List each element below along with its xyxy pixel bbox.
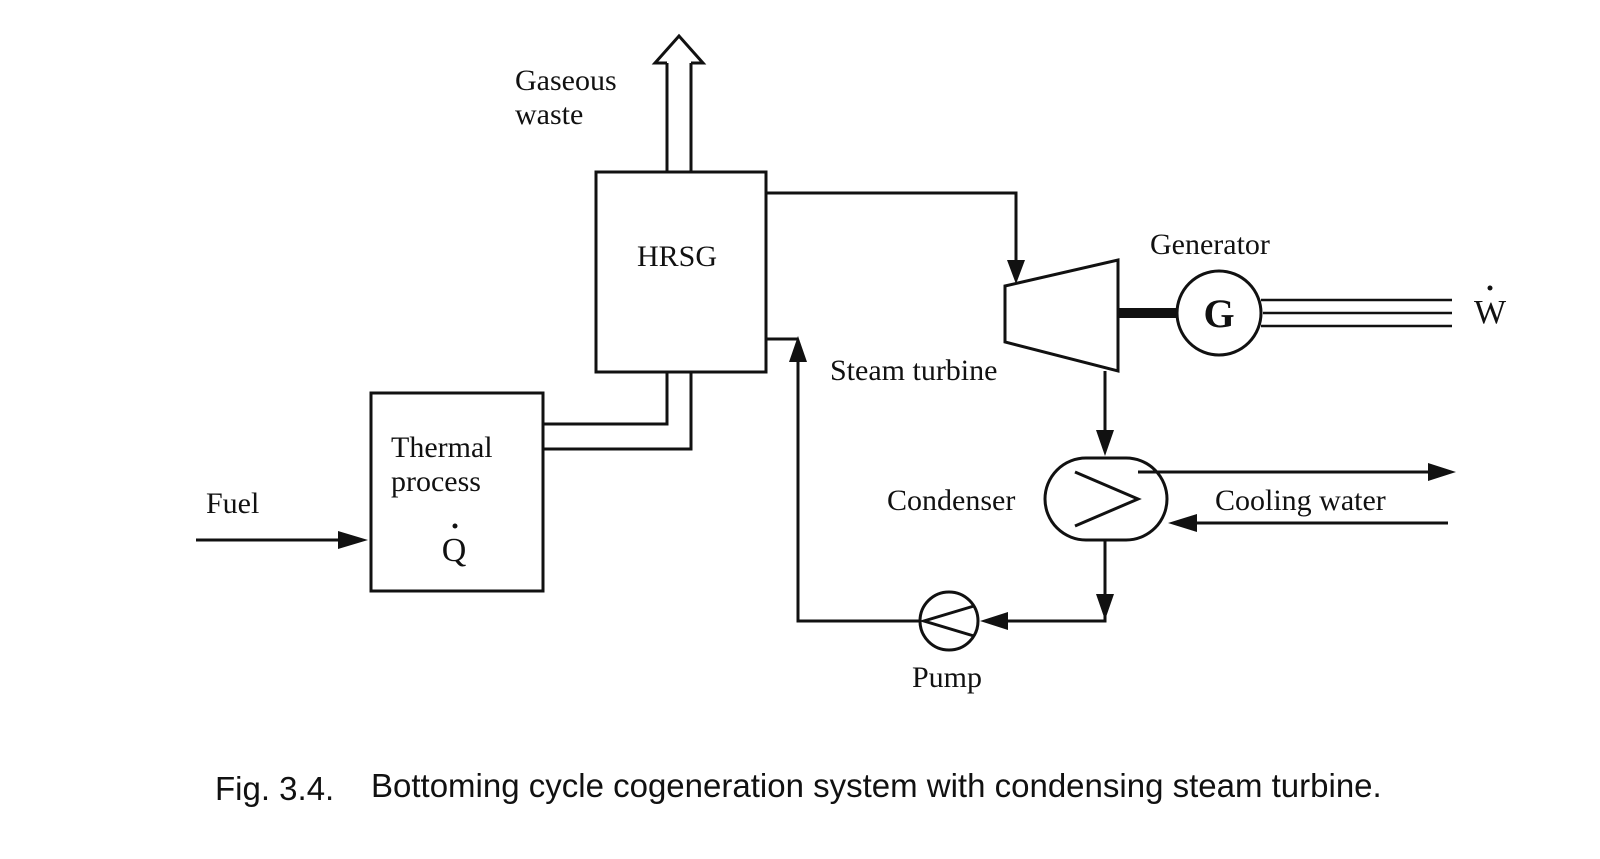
- condenser-label: Condenser: [887, 484, 1015, 517]
- generator-label: Generator: [1150, 228, 1270, 261]
- steam-turbine-label: Steam turbine: [830, 354, 997, 387]
- feedwater-return-line: [766, 336, 920, 623]
- pump-label: Pump: [912, 661, 982, 694]
- cooling-water-label: Cooling water: [1215, 484, 1386, 517]
- steam-turbine: [1003, 258, 1120, 373]
- condenser: [1043, 456, 1169, 542]
- pump-symbol: [918, 604, 975, 638]
- thermal-process-label-line2: process: [391, 465, 481, 498]
- figure-caption: Bottoming cycle cogeneration system with…: [371, 767, 1382, 804]
- turbine-shaft: [1118, 308, 1178, 318]
- condensate-line: [980, 540, 1114, 630]
- hrsg-box: [594, 170, 768, 374]
- steam-supply-line: [766, 191, 1025, 284]
- power-dot-accent: [1487, 285, 1493, 291]
- thermal-process-label-line1: Thermal: [391, 431, 493, 464]
- flue-gas-duct: [544, 372, 693, 451]
- figure-number: Fig. 3.4.: [215, 770, 334, 807]
- heat-symbol: Q: [442, 532, 467, 569]
- generator-symbol: G: [1203, 291, 1234, 336]
- fuel-label: Fuel: [206, 487, 259, 520]
- thermal-process-box: [369, 391, 545, 593]
- gaseous-waste-label-line1: Gaseous: [515, 64, 617, 97]
- power-output-lines: [1261, 298, 1452, 328]
- hrsg-label: HRSG: [637, 240, 717, 273]
- cooling-water-out: [1138, 463, 1456, 481]
- turbine-exhaust-line: [1096, 371, 1114, 456]
- power-output-symbol: W: [1474, 294, 1507, 331]
- cooling-water-in: [1168, 514, 1448, 532]
- gaseous-waste-label-line2: waste: [515, 98, 583, 131]
- generator: [1175, 269, 1263, 357]
- fuel-input-arrow: [196, 531, 368, 549]
- condenser-coil: [1074, 470, 1142, 528]
- gaseous-waste-exhaust-arrow: [651, 33, 707, 172]
- heat-dot-accent: [452, 523, 458, 529]
